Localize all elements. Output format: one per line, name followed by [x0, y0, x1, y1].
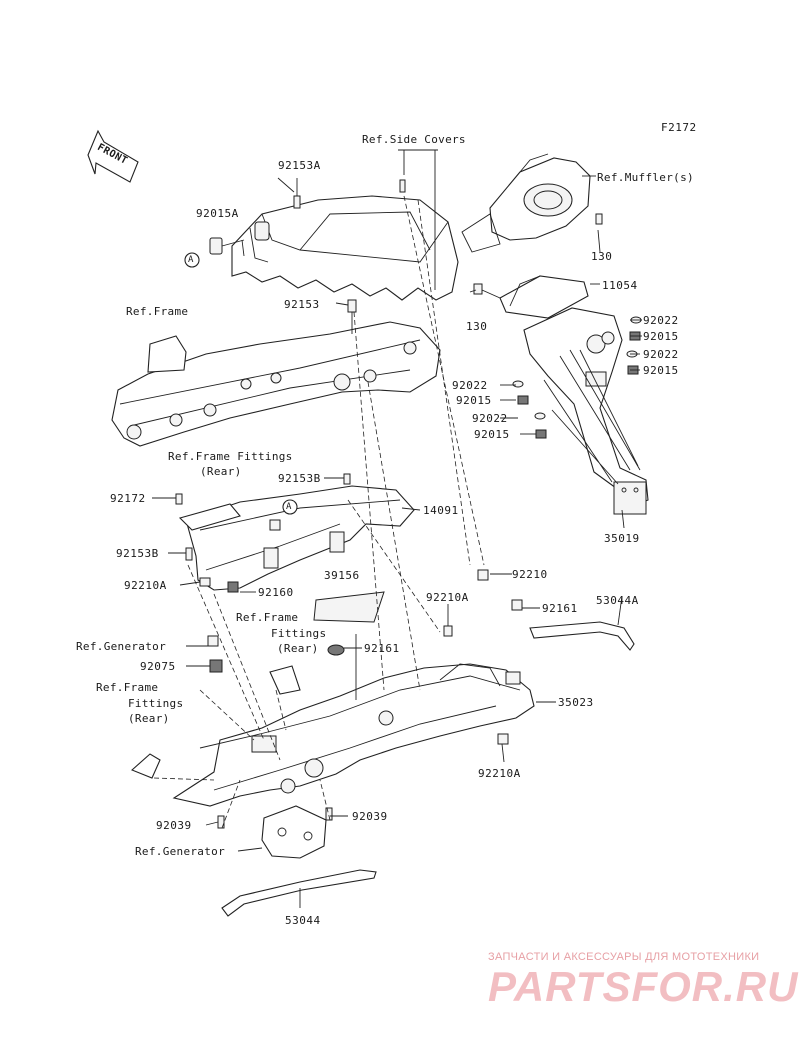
part-92161-a[interactable]: 92161: [542, 602, 578, 615]
part-92015-b[interactable]: 92015: [643, 364, 679, 377]
part-92022-d[interactable]: 92022: [472, 412, 508, 425]
part-92210A-c[interactable]: 92210A: [478, 767, 521, 780]
ref-frame-fittings-2[interactable]: Ref.Frame: [236, 611, 299, 624]
ref-generator-1[interactable]: Ref.Generator: [76, 640, 166, 653]
part-35019[interactable]: 35019: [604, 532, 640, 545]
part-92015-c[interactable]: 92015: [456, 394, 492, 407]
part-92039-a[interactable]: 92039: [156, 819, 192, 832]
part-92015-a[interactable]: 92015: [643, 330, 679, 343]
part-92172[interactable]: 92172: [110, 492, 146, 505]
part-92022-a[interactable]: 92022: [643, 314, 679, 327]
ref-side-covers[interactable]: Ref.Side Covers: [362, 133, 466, 146]
part-92161-b[interactable]: 92161: [364, 642, 400, 655]
ref-frame-fittings-1[interactable]: Ref.Frame Fittings: [168, 450, 293, 463]
ref-frame-fittings-3-b[interactable]: Fittings: [128, 697, 184, 710]
ref-mufflers[interactable]: Ref.Muffler(s): [597, 171, 694, 184]
subframe-14091-drawing: [175, 473, 415, 593]
part-92160[interactable]: 92160: [258, 586, 294, 599]
part-92210[interactable]: 92210: [512, 568, 548, 581]
part-53044A[interactable]: 53044A: [596, 594, 639, 607]
seat-cowl-drawing: [231, 195, 459, 301]
part-92022-b[interactable]: 92022: [643, 348, 679, 361]
part-92015A[interactable]: 92015A: [196, 207, 239, 220]
muffler-drawing: [461, 153, 591, 253]
part-92022-c[interactable]: 92022: [452, 379, 488, 392]
part-130-b[interactable]: 130: [466, 320, 488, 333]
part-35023[interactable]: 35023: [558, 696, 594, 709]
label-39156-drawing: [313, 591, 385, 623]
part-92075[interactable]: 92075: [140, 660, 176, 673]
ref-frame-fittings-2-rear[interactable]: (Rear): [277, 642, 319, 655]
ref-generator-2[interactable]: Ref.Generator: [135, 845, 225, 858]
ref-frame-fittings-3-rear[interactable]: (Rear): [128, 712, 170, 725]
bracket-11054-drawing: [473, 213, 603, 319]
part-39156[interactable]: 39156: [324, 569, 360, 582]
part-53044[interactable]: 53044: [285, 914, 321, 927]
fasteners-fender: [207, 569, 523, 829]
part-92153B-a[interactable]: 92153B: [278, 472, 321, 485]
part-92210A-b[interactable]: 92210A: [426, 591, 469, 604]
collar-92015A-drawing: [209, 237, 223, 255]
bolt-92153A-drawing: [293, 178, 301, 209]
part-130-a[interactable]: 130: [591, 250, 613, 263]
watermark-tagline: ЗАПЧАСТИ И АКСЕССУАРЫ ДЛЯ МОТОТЕХНИКИ: [488, 951, 760, 963]
front-arrow-icon: [87, 129, 139, 183]
callout-a-circle-top: [184, 252, 200, 268]
tube-53044A-drawing: [529, 621, 635, 651]
ref-frame-fittings-2-b[interactable]: Fittings: [271, 627, 327, 640]
part-14091[interactable]: 14091: [423, 504, 459, 517]
callout-a-mid: A: [286, 502, 292, 512]
rear-fender-35023-drawing: [172, 663, 535, 807]
callout-a-top: A: [188, 255, 194, 265]
ref-frame-fittings-1-rear[interactable]: (Rear): [200, 465, 242, 478]
part-92015-d[interactable]: 92015: [474, 428, 510, 441]
part-92039-b[interactable]: 92039: [352, 810, 388, 823]
part-92210A-a[interactable]: 92210A: [124, 579, 167, 592]
callout-a-circle-mid: [282, 499, 298, 515]
ref-frame[interactable]: Ref.Frame: [126, 305, 189, 318]
leader-lines: [152, 175, 642, 908]
tube-53044-drawing: [221, 869, 377, 917]
part-92153B-b[interactable]: 92153B: [116, 547, 159, 560]
ref-frame-fittings-3[interactable]: Ref.Frame: [96, 681, 159, 694]
part-92153A[interactable]: 92153A: [278, 159, 321, 172]
frame-drawing: [111, 299, 441, 447]
license-holder-35019-drawing: [523, 307, 649, 515]
watermark-logo: PARTSFOR.RU: [488, 963, 799, 1010]
generator-bracket-drawing: [261, 805, 327, 859]
part-92153[interactable]: 92153: [284, 298, 320, 311]
figure-code: F2172: [661, 121, 697, 134]
part-11054[interactable]: 11054: [602, 279, 638, 292]
